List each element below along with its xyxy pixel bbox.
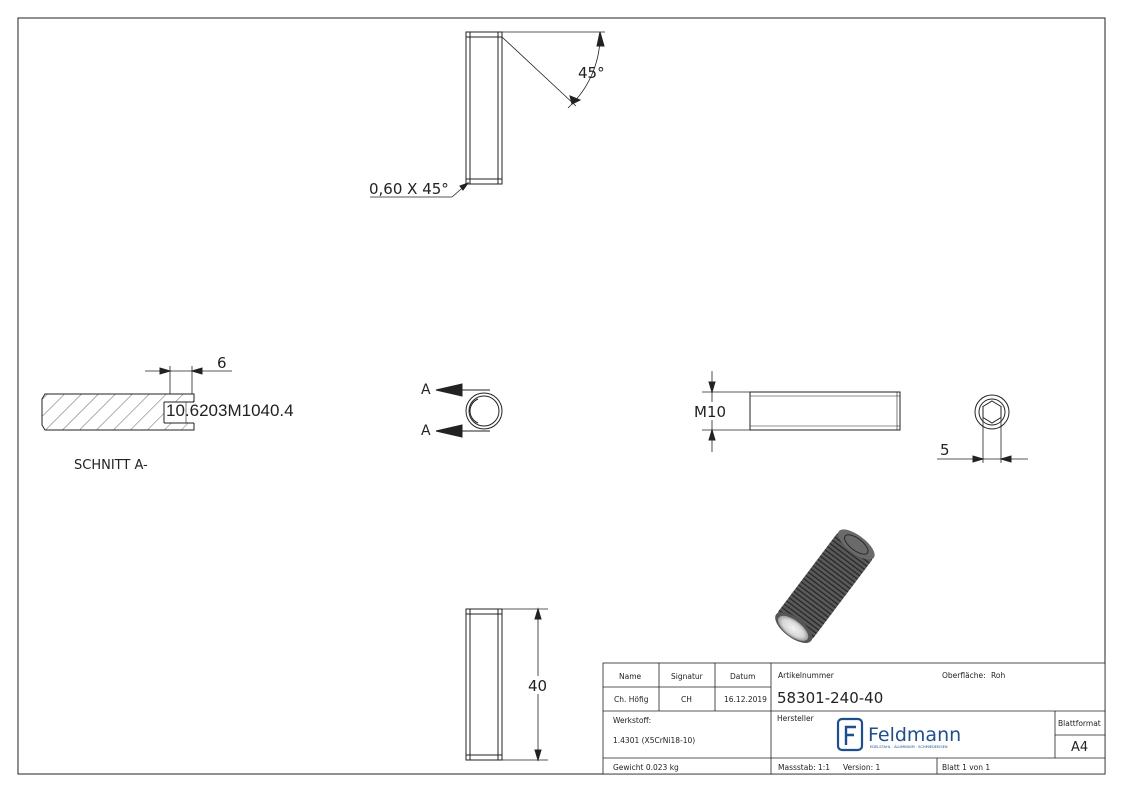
hex-socket-label: 5 <box>940 441 950 459</box>
section-arrow-top-label: A <box>421 382 431 398</box>
name-label: Name <box>619 672 642 681</box>
top-view <box>370 31 605 198</box>
brand-name: Feldmann <box>868 724 961 746</box>
section-caption: SCHNITT A- <box>74 458 148 473</box>
length-label-bg <box>526 676 550 694</box>
sheet-number-label: Blatt 1 von 1 <box>942 763 990 772</box>
end-view-hex <box>937 394 1028 463</box>
signature-value: CH <box>681 695 692 704</box>
drawing-border <box>17 17 1106 775</box>
section-cut-view <box>435 383 503 438</box>
chamfer-note-label: 0,60 X 45° <box>369 180 449 198</box>
thread-size-label: M10 <box>694 403 726 421</box>
thread-label-bg <box>692 402 732 420</box>
version-label: Version: 1 <box>843 763 880 772</box>
date-value: 16.12.2019 <box>724 695 767 704</box>
material-label: Werkstoff: <box>613 716 651 725</box>
isometric-render <box>775 529 875 643</box>
date-label: Datum <box>730 672 755 681</box>
surface-value: Roh <box>991 671 1005 680</box>
article-number-label: Artikelnummer <box>778 671 835 680</box>
sheet-format-value: A4 <box>1071 740 1088 755</box>
weight-label: Gewicht 0.023 kg <box>613 763 679 772</box>
signature-label: Signatur <box>671 672 704 681</box>
feldmann-logo: Feldmann EDELSTAHL · ALUMINIUM · SCHMIED… <box>836 717 961 752</box>
bore-width-label: 6 <box>217 354 227 372</box>
surface-label: Oberfläche: <box>942 671 986 680</box>
name-value: Ch. Höfig <box>614 695 649 704</box>
section-view <box>41 366 232 431</box>
material-value: 1.4301 (X5CrNi18-10) <box>613 736 695 745</box>
length-label: 40 <box>528 677 547 695</box>
article-number-value: 58301-240-40 <box>777 689 883 707</box>
chamfer-angle-label: 45° <box>578 64 605 82</box>
brand-tagline: EDELSTAHL · ALUMINIUM · SCHMIEDEEISEN <box>870 745 948 749</box>
section-overlay-label: 10.6203M1040.4 <box>166 401 294 420</box>
scale-label: Massstab: 1:1 <box>778 763 830 772</box>
section-arrow-bottom-label: A <box>421 423 431 439</box>
side-view <box>702 371 901 452</box>
manufacturer-label: Hersteller <box>777 714 815 723</box>
sheet-format-label: Blattformat <box>1058 719 1101 728</box>
